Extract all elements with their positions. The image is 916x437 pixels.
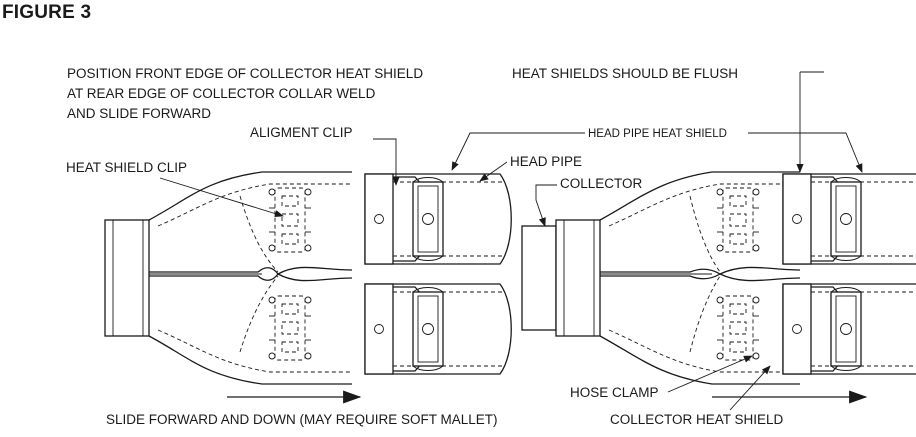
- aligment-clip-label: ALIGMENT CLIP: [250, 125, 353, 140]
- figure-title: FIGURE 3: [2, 2, 92, 23]
- slide-forward-instruction: SLIDE FORWARD AND DOWN (MAY REQUIRE SOFT…: [106, 412, 498, 427]
- collector-label: COLLECTOR: [560, 176, 643, 191]
- right-assembly: [521, 171, 916, 385]
- collector-tube-right: [521, 225, 557, 331]
- position-instruction-line1: POSITION FRONT EDGE OF COLLECTOR HEAT SH…: [67, 66, 424, 81]
- collector-heat-shield-label: COLLECTOR HEAT SHIELD: [610, 412, 784, 427]
- collector-collar-left: [104, 219, 150, 337]
- head-pipe-label: HEAD PIPE: [510, 154, 583, 169]
- position-instruction-line3: AND SLIDE FORWARD: [67, 106, 212, 121]
- position-instruction-line2: AT REAR EDGE OF COLLECTOR COLLAR WELD: [67, 86, 376, 101]
- heat-shields-flush-label: HEAT SHIELDS SHOULD BE FLUSH: [512, 66, 739, 81]
- hose-clamp-label: HOSE CLAMP: [570, 385, 659, 400]
- head-pipe-heat-shield-label: HEAD PIPE HEAT SHIELD: [588, 128, 727, 140]
- left-assembly: [104, 171, 512, 385]
- heat-shield-clip-label: HEAT SHIELD CLIP: [66, 160, 188, 175]
